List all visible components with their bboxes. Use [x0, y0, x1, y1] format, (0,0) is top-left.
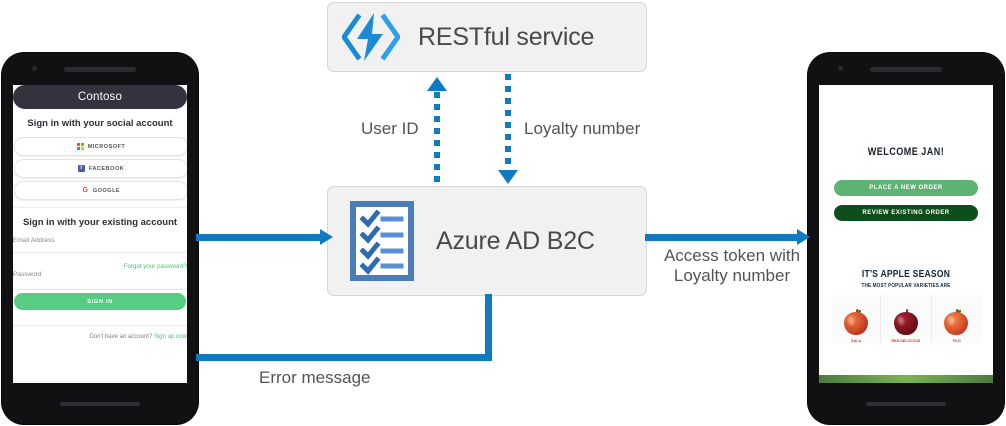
email-underline: [13, 252, 187, 253]
apple-variety-label: FUJI: [952, 338, 961, 343]
social-button-google[interactable]: G GOOGLE: [14, 181, 187, 200]
signup-link[interactable]: Sign up now: [153, 334, 187, 340]
place-new-order-button[interactable]: PLACE A NEW ORDER: [834, 180, 978, 196]
front-camera-icon: [838, 66, 843, 71]
password-placeholder: Password: [13, 271, 42, 278]
existing-account-heading: Sign in with your existing account: [22, 217, 178, 228]
footer-divider: [13, 325, 187, 326]
forgot-password-link[interactable]: Forgot your password?: [123, 263, 187, 270]
social-button-label: FACEBOOK: [88, 165, 125, 172]
password-underline: [13, 289, 187, 290]
signin-button[interactable]: SIGN IN: [14, 293, 186, 310]
apple-icon: [843, 308, 869, 336]
promo-subtitle: THE MOST POPULAR VARIETIES ARE: [861, 283, 951, 289]
user-id-dotted-line: [434, 92, 440, 188]
restful-service-label: RESTful service: [418, 22, 595, 51]
access-token-label-line1: Access token with: [663, 246, 801, 265]
facebook-icon: f: [77, 165, 85, 172]
brand-badge: Contoso: [13, 85, 187, 109]
error-message-vertical-line: [485, 294, 492, 361]
email-field[interactable]: Email Address: [13, 237, 187, 253]
microsoft-icon: [76, 143, 84, 150]
social-signin-heading: Sign in with your social account: [27, 118, 173, 129]
apple-body: [944, 312, 969, 335]
signin-page: Contoso Sign in with your social account…: [13, 85, 187, 383]
apple-leaf: [856, 310, 861, 313]
apple-variety-item[interactable]: FUJI: [930, 295, 981, 343]
bottom-speaker: [866, 402, 946, 406]
apple-varieties-strip: GALA RED DELICIOUS FUJI: [831, 295, 981, 343]
social-button-facebook[interactable]: f FACEBOOK: [14, 159, 187, 178]
earpiece-speaker: [870, 67, 942, 72]
azure-ad-b2c-label: Azure AD B2C: [436, 226, 595, 255]
left-phone-screen: [13, 85, 187, 383]
social-button-label: GOOGLE: [92, 187, 121, 194]
loyalty-number-arrowhead: [498, 170, 518, 184]
code-lightning-icon: [342, 13, 400, 61]
apple-body: [843, 312, 868, 335]
signup-prompt: Don't have an account?: [89, 334, 153, 340]
error-message-label: Error message: [259, 368, 371, 387]
access-token-arrowhead: [797, 229, 810, 245]
email-placeholder: Email Address: [13, 237, 55, 244]
welcome-heading: WELCOME JAN!: [867, 146, 945, 158]
home-page: WELCOME JAN! PLACE A NEW ORDER REVIEW EX…: [819, 85, 993, 383]
access-token-line: [645, 234, 803, 241]
google-icon: G: [82, 187, 89, 194]
user-id-arrowhead: [427, 77, 447, 91]
social-button-label: MICROSOFT: [87, 143, 126, 150]
apple-variety-item[interactable]: GALA: [831, 295, 880, 343]
apple-icon: [943, 308, 969, 336]
review-existing-order-button[interactable]: REVIEW EXISTING ORDER: [834, 205, 978, 221]
social-button-microsoft[interactable]: MICROSOFT: [14, 137, 187, 156]
loyalty-number-dotted-line: [505, 74, 511, 170]
signin-request-arrowhead: [320, 229, 333, 245]
apple-leaf: [957, 310, 962, 313]
apple-variety-item[interactable]: RED DELICIOUS: [880, 295, 930, 343]
access-token-label-line2: Loyalty number: [673, 266, 791, 285]
user-id-label: User ID: [361, 119, 419, 138]
apple-variety-label: RED DELICIOUS: [891, 338, 921, 343]
left-phone-device: [2, 53, 198, 424]
signup-row: Don't have an account? Sign up now: [13, 334, 187, 340]
checklist-icon: [350, 201, 414, 281]
section-divider: [13, 207, 187, 208]
bottom-speaker: [60, 402, 140, 406]
promo-footer-strip: [819, 375, 993, 383]
apple-icon: [893, 308, 919, 336]
password-field[interactable]: Password Forgot your password?: [13, 263, 187, 290]
apple-variety-label: GALA: [850, 338, 861, 343]
error-message-horizontal-line: [196, 354, 492, 361]
promo-title: IT'S APPLE SEASON: [861, 269, 951, 280]
front-camera-icon: [32, 66, 37, 71]
earpiece-speaker: [64, 67, 136, 72]
azure-ad-b2c-box[interactable]: Azure AD B2C: [327, 186, 647, 296]
loyalty-number-label: Loyalty number: [524, 119, 641, 138]
restful-service-box[interactable]: RESTful service: [327, 2, 647, 72]
apple-body: [893, 312, 918, 335]
signin-request-line: [196, 234, 322, 241]
